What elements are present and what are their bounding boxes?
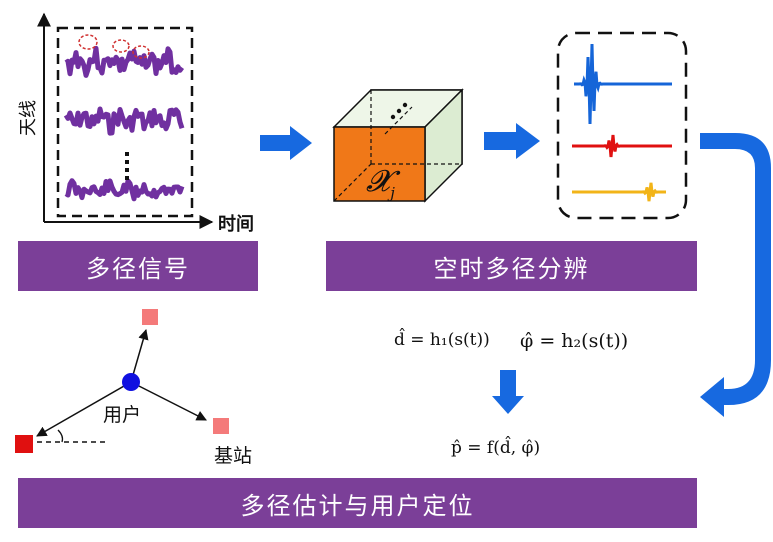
path-to-bs-right: [130, 381, 207, 421]
signal-panel: [37, 12, 214, 229]
arrow-cube-to-paths: [484, 123, 540, 159]
user-label: 用户: [103, 404, 142, 426]
resolved-path-red: [572, 134, 672, 158]
signal-dashed-box: [56, 26, 194, 218]
peak-marker-1: [78, 34, 98, 50]
banner-multipath-signal: 多径信号: [18, 241, 258, 291]
arrow-paths-to-estimation: [700, 133, 771, 417]
arrow-estimation-down: [492, 370, 524, 414]
angle-arc: [57, 429, 64, 443]
tensor-cube: [332, 88, 464, 203]
signal-ellipsis: [125, 152, 129, 180]
path-to-bs-top: [130, 328, 149, 383]
banner-estimation-localization: 多径估计与用户定位: [18, 478, 697, 528]
cube-slice-edge: [384, 106, 413, 135]
base-station-left: [15, 435, 33, 453]
antenna-signal-1: [64, 45, 185, 78]
paths-dashed-box: [556, 31, 688, 220]
peak-marker-3: [132, 45, 150, 59]
cube-variable-subscript: j: [390, 184, 395, 202]
distance-estimate-formula: d̂ = h₁(s(t)): [394, 330, 490, 350]
antenna-signal-2: [63, 106, 185, 136]
cube-ellipsis: [390, 102, 408, 120]
cube-variable-symbol: 𝓧: [366, 164, 391, 199]
position-estimate-formula: p̂ = f(d̂, φ̂): [451, 438, 541, 458]
localization-geometry: [15, 309, 229, 453]
cube-hidden-edge-3: [333, 163, 372, 202]
banner-space-time-resolution: 空时多径分辨: [326, 241, 697, 291]
flow-arrows: [260, 123, 771, 417]
base-station-top: [142, 309, 158, 325]
antenna-axis-label: 天线: [18, 100, 39, 136]
base-station-right: [213, 418, 229, 434]
peak-marker-2: [112, 39, 130, 53]
angle-estimate-formula: φ̂ = h₂(s(t)): [520, 330, 629, 352]
path-to-bs-left: [36, 381, 132, 437]
base-station-label: 基站: [214, 445, 253, 467]
antenna-signal-3: [64, 178, 185, 202]
arrow-signal-to-cube: [260, 126, 312, 160]
user-node: [122, 373, 140, 391]
resolved-paths-panel: [556, 31, 688, 220]
time-axis-label: 时间: [218, 214, 254, 235]
cube-variable: 𝓧j: [366, 164, 395, 202]
resolved-path-blue: [574, 43, 672, 125]
resolved-path-yellow: [572, 182, 666, 202]
